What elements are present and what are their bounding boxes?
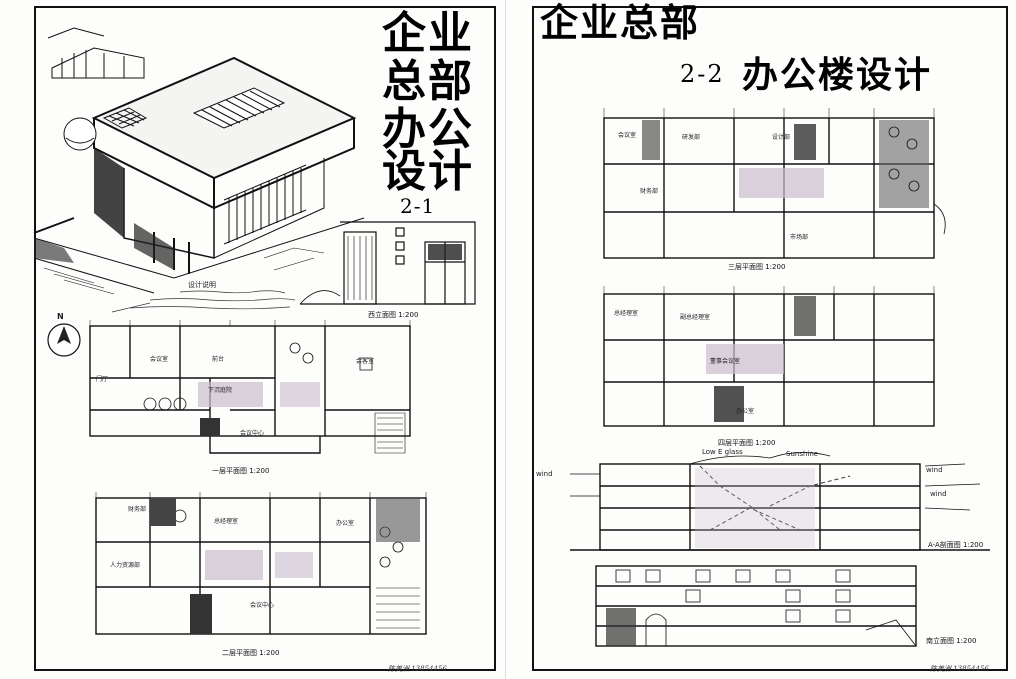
ground-floor-caption: 一层平面图 1:200: [212, 467, 270, 475]
fourth-floor-plan: [603, 286, 935, 427]
gf-room-lobby: 门厅: [96, 376, 109, 383]
sf-room-finance: 财务部: [128, 506, 147, 513]
gf-room-sunken-court: 下沉庭院: [208, 387, 233, 394]
left-title-line-3: 办公: [382, 104, 474, 155]
ff-room-board: 董事会议室: [710, 358, 741, 365]
left-title-line-2: 总部: [382, 56, 474, 107]
ff-room-office: 办公室: [736, 408, 755, 415]
ff-room-deputy: 副总经理室: [680, 314, 711, 321]
design-notes-scribble: [111, 290, 296, 313]
gf-room-reception: 前台: [212, 356, 225, 363]
south-elevation: [595, 565, 917, 647]
ground-floor-plan: [89, 320, 411, 454]
ff-room-gm: 总经理室: [614, 310, 639, 317]
gf-room-conference: 会议中心: [240, 430, 265, 437]
right-title-sub: 办公楼设计: [742, 55, 933, 96]
gf-room-guest: 会客室: [356, 358, 375, 365]
tf-room-design: 设计部: [772, 134, 791, 141]
fourth-floor-caption: 四层平面图 1:200: [718, 439, 776, 447]
left-title-line-4: 设计: [382, 146, 474, 197]
left-title-number: 2-1: [400, 194, 436, 218]
second-floor-caption: 二层平面图 1:200: [222, 649, 280, 657]
perspective-sketch: [33, 27, 365, 295]
left-elevation-caption: 西立面图 1:200: [368, 311, 419, 319]
section-caption: A-A剖面图 1:200: [928, 541, 984, 549]
right-sheet-frame: [532, 6, 1008, 671]
section-note-lowe: Low E glass: [702, 448, 743, 456]
north-label: N: [57, 312, 64, 321]
right-title-main: 企业总部: [540, 1, 701, 45]
tf-room-meeting: 会议室: [618, 132, 637, 139]
design-note-title: 设计说明: [188, 281, 216, 289]
sf-room-office: 办公室: [336, 520, 355, 527]
third-floor-plan: [603, 108, 946, 259]
west-elevation: [299, 221, 476, 305]
left-signature: 陈美洲 13854456: [388, 665, 447, 673]
south-elevation-caption: 南立面图 1:200: [926, 637, 977, 645]
right-signature: 陈美洲 13854456: [930, 665, 989, 673]
section-note-wind-1: wind: [536, 470, 553, 478]
section-note-sunshine: Sunshine: [786, 450, 819, 458]
right-title-number: 2-2: [680, 60, 725, 88]
section-aa: [570, 452, 990, 551]
section-note-wind-3: wind: [930, 490, 947, 498]
tf-room-rd: 研发部: [682, 134, 701, 141]
left-sheet-frame: [34, 6, 496, 671]
sf-room-gm: 总经理室: [214, 518, 239, 525]
second-floor-plan: [95, 492, 427, 635]
left-sheet: 企业 总部 办公 设计 2-1 西立面图 1:200 设计说明 N: [0, 0, 506, 679]
sf-room-hr: 人力资源部: [110, 562, 141, 569]
third-floor-caption: 三层平面图 1:200: [728, 263, 786, 271]
gf-room-meeting: 会议室: [150, 356, 169, 363]
tf-room-market: 市场部: [790, 234, 809, 241]
right-sheet: 企业总部 2-2 办公楼设计 会议室 研发部 设计部 财务部 市场部 三层平面图…: [510, 0, 1016, 679]
sf-room-conference: 会议中心: [250, 602, 275, 609]
left-title-line-1: 企业: [382, 8, 474, 59]
tf-room-finance: 财务部: [640, 188, 659, 195]
north-arrow: [47, 323, 81, 357]
section-note-wind-2: wind: [926, 466, 943, 474]
